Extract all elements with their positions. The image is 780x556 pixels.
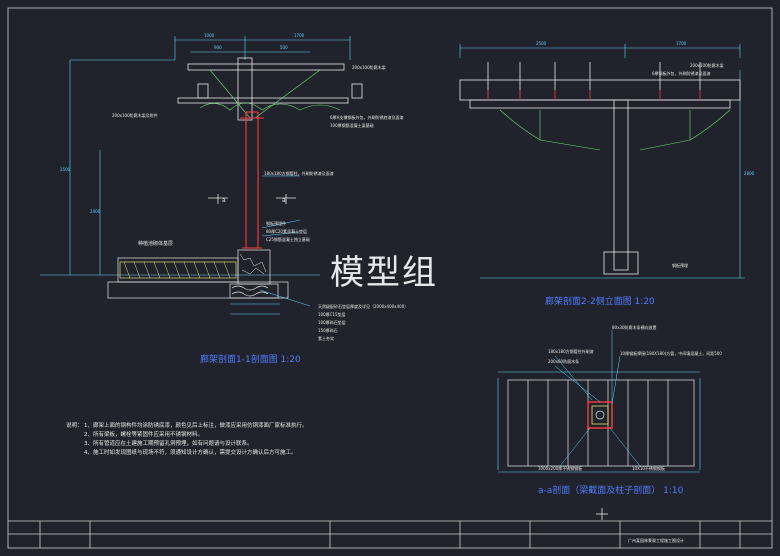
s1-dim-second-a: 900 <box>214 45 222 50</box>
planter-label: 种植池砌体基层 <box>138 241 174 247</box>
s1-annotation-below-a: 天然级配砂石垫层厚度及详见（2000x400x400） <box>318 304 409 309</box>
watermark: 模型组 <box>330 253 438 293</box>
elevation-2-2-drawing <box>459 44 745 279</box>
s1-annotation-below-e: 素土夯实 <box>318 336 334 341</box>
plan-annotation-f: 10X10不锈钢钢板 <box>632 466 665 471</box>
plan-a-a-title: a-a剖面（梁截面及柱子剖面） 1:10 <box>538 486 684 496</box>
s1-dim-height: 2500 <box>60 167 71 172</box>
s1-dim-second-b: 500 <box>280 45 288 50</box>
e2-annotation-top-right: 200x100防腐木梁 <box>690 63 724 68</box>
e2-annotation-base: 钢板预埋 <box>672 263 688 268</box>
notes-header: 说明： <box>66 423 83 429</box>
s1-dim-height-b: 2400 <box>90 209 101 214</box>
title-block-project-line: 广州某园林景观工程施工图设计 <box>628 538 684 543</box>
section-mark-right: a <box>282 197 286 204</box>
notes-line-3: 3、所有管道应在土建施工期预留孔洞预埋，如有问题请与设计联系。 <box>84 441 253 447</box>
section-1-1-title: 廊架剖面1-1剖面图 1:20 <box>200 355 301 365</box>
plan-annotation-b: 80x30防腐木条横向放置 <box>612 325 657 330</box>
e2-annotation-mid: 6厚钢板外包，外刷防锈漆及面漆 <box>652 71 711 76</box>
s1-annotation-post: 180x180方钢管柱，外刷防锈漆及面漆 <box>264 171 334 176</box>
s1-annotation-below-c: 100厚碎石垫层 <box>318 320 346 325</box>
plan-annotation-d: 200x60防腐木条 <box>548 359 580 364</box>
notes-line-4: 4、施工时如发现图纸与现场不符，须通知设计方确认，需提交设计方确认后方可施工。 <box>84 450 297 456</box>
s1-dim-top-b: 1700 <box>294 33 305 38</box>
plan-annotation-c: 10厚钢板焊接(180X180)方管，中间填混凝土，间距500 <box>620 351 722 356</box>
crosshair-cursor-icon <box>596 508 608 520</box>
plan-a-a-drawing <box>497 330 701 473</box>
section-1-1-drawing <box>40 36 363 315</box>
e2-dim-top-b: 1700 <box>676 41 687 46</box>
s1-annotation-below-b: 100厚C15垫层 <box>318 312 346 317</box>
s1-annotation-top-right: 200x100防腐木梁 <box>352 65 386 70</box>
plan-annotation-e: 1000x200厚不锈钢钢板 <box>538 466 583 471</box>
plan-annotation-a: 180x180方钢管柱外刷漆 <box>548 349 594 354</box>
s1-annotation-below-d: 150厚碎石 <box>318 328 338 333</box>
s1-annotation-mid-a: 6厚H支撑钢板外包，外刷防锈底漆及面漆 <box>330 115 404 120</box>
notes-line-2: 2、所有梁板，螺栓等紧固件应采用不锈钢材料。 <box>84 432 204 438</box>
e2-dim-top-a: 2500 <box>536 41 547 46</box>
elevation-2-2-title: 廊架剖面2-2侧立面图 1:20 <box>545 297 655 307</box>
s1-annotation-base-b: 80厚C20素混凝土垫层 <box>266 229 307 234</box>
section-mark-left: a <box>222 197 226 204</box>
drawing-frame <box>7 7 773 549</box>
s1-annotation-base-c: C25钢筋混凝土独立基础 <box>266 237 310 242</box>
e2-dim-height: 2800 <box>744 171 755 176</box>
s1-annotation-mid-b: 100厚钢筋混凝土梁基础 <box>330 123 374 128</box>
notes-line-1: 1、廊架上面的钢构件均涂防锈底漆，颜色见后上标注，做漆应采用仿铜漆面厂家标准执行… <box>84 423 308 429</box>
s1-annotation-left-mid: 200x100防腐木梁及附件 <box>112 113 158 118</box>
s1-annotation-base-a: 钢板预埋件 <box>266 221 286 226</box>
s1-dim-top-a: 1000 <box>204 33 215 38</box>
